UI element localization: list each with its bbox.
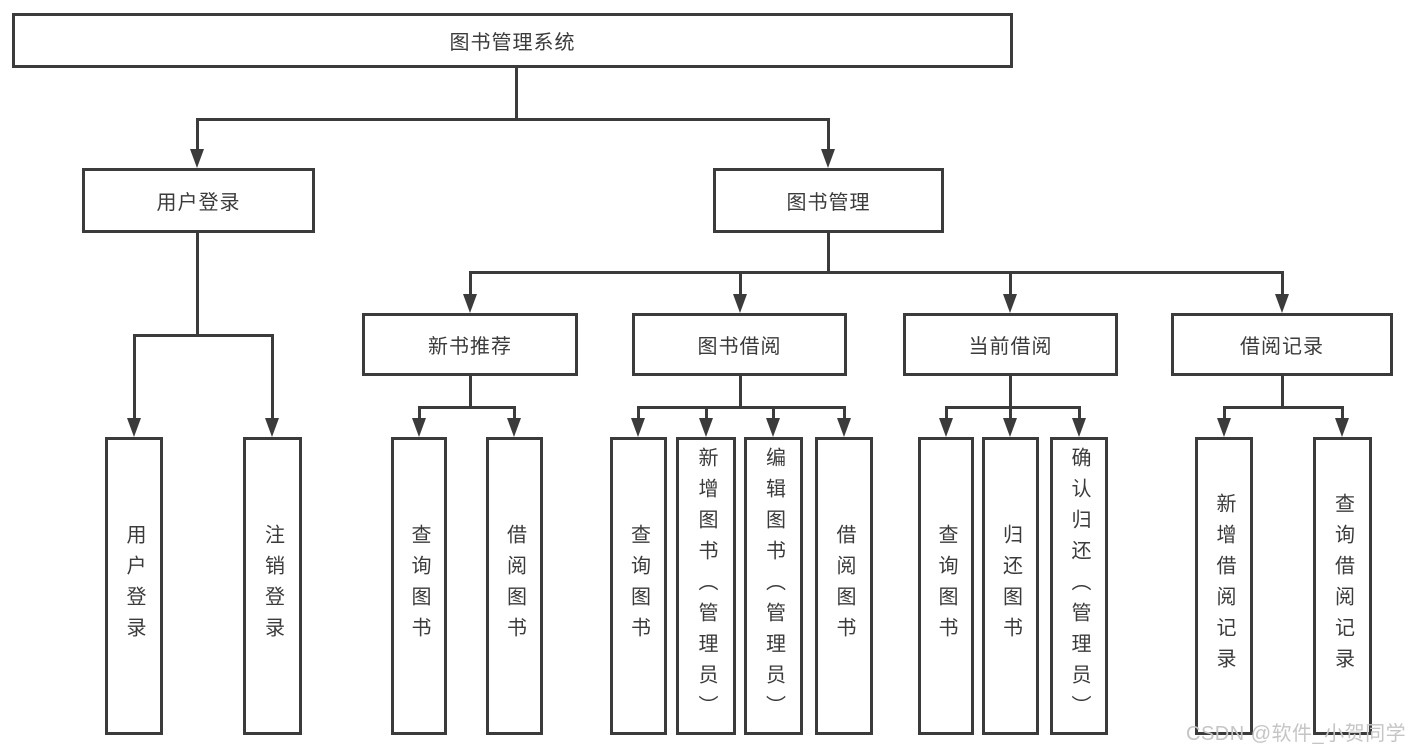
leaf-records-add-record-label: 新增借阅记录 (1213, 493, 1235, 679)
node-current-borrow: 当前借阅 (903, 313, 1118, 376)
leaf-newrec-query-books: 查询图书 (391, 437, 447, 735)
leaf-newrec-borrow-books: 借阅图书 (486, 437, 543, 735)
node-user-login: 用户登录 (82, 168, 315, 233)
connector-bookborrow-drop-2 (705, 406, 708, 419)
leaf-currentborrow-return-books-label: 归还图书 (999, 524, 1022, 648)
leaf-user-login-label: 用户登录 (123, 524, 145, 648)
leaf-records-query-record: 查询借阅记录 (1313, 437, 1372, 735)
connector-bookborrow-stem (739, 376, 742, 408)
leaf-currentborrow-return-books: 归还图书 (982, 437, 1039, 735)
leaf-bookborrow-query-books-label: 查询图书 (627, 524, 650, 648)
connector-root-drop-right (827, 118, 830, 151)
connector-userlogin-hline (133, 334, 274, 337)
arrowhead-newrec-query-books (412, 418, 426, 437)
connector-root-stem (515, 66, 518, 119)
leaf-records-query-record-label: 查询借阅记录 (1331, 493, 1354, 679)
arrowhead-bookborrow-borrow (837, 418, 851, 437)
leaf-user-login: 用户登录 (105, 437, 163, 735)
connector-currentborrow-drop-2 (1009, 406, 1012, 419)
arrowhead-user-login (190, 149, 204, 168)
leaf-bookborrow-query-books: 查询图书 (610, 437, 667, 735)
leaf-records-add-record: 新增借阅记录 (1195, 437, 1253, 735)
connector-root-hline (196, 118, 829, 121)
connector-userlogin-drop-1 (133, 334, 136, 419)
node-borrow-records: 借阅记录 (1171, 313, 1393, 376)
connector-currentborrow-drop-1 (945, 406, 948, 419)
arrowhead-current-borrow (1003, 294, 1017, 313)
node-book-borrow: 图书借阅 (632, 313, 847, 376)
arrowhead-currentborrow-confirm (1072, 418, 1086, 437)
node-root: 图书管理系统 (12, 13, 1013, 68)
connector-bookmgmt-hline (469, 271, 1283, 274)
connector-bookborrow-drop-1 (637, 406, 640, 419)
connector-newrec-hline (418, 406, 516, 409)
connector-records-drop-2 (1341, 406, 1344, 419)
connector-userlogin-stem (196, 233, 199, 336)
connector-bookmgmt-drop-2 (739, 271, 742, 295)
leaf-currentborrow-confirm-return-admin: 确认归还（管理员） (1050, 437, 1108, 735)
connector-records-hline (1223, 406, 1344, 409)
connector-bookborrow-hline (637, 406, 845, 409)
arrowhead-records-query (1335, 418, 1349, 437)
leaf-bookborrow-add-books-admin: 新增图书（管理员） (676, 437, 736, 735)
connector-bookmgmt-drop-1 (469, 271, 472, 295)
arrowhead-newrec-borrow-books (507, 418, 521, 437)
leaf-logout: 注销登录 (243, 437, 302, 735)
arrowhead-records-add (1217, 418, 1231, 437)
leaf-bookborrow-add-books-admin-label: 新增图书（管理员） (695, 446, 717, 726)
connector-root-drop-left (196, 118, 199, 151)
leaf-bookborrow-borrow-books-label: 借阅图书 (833, 524, 855, 648)
leaf-newrec-query-books-label: 查询图书 (408, 524, 430, 648)
arrowhead-book-borrow (733, 294, 747, 313)
arrowhead-borrow-records (1275, 294, 1289, 313)
connector-userlogin-drop-2 (271, 334, 274, 419)
node-book-management: 图书管理 (713, 168, 944, 233)
leaf-newrec-borrow-books-label: 借阅图书 (503, 524, 526, 648)
node-book-management-label: 图书管理 (786, 192, 871, 214)
connector-records-stem (1281, 376, 1284, 408)
connector-bookmgmt-drop-4 (1281, 271, 1284, 295)
leaf-currentborrow-query-books: 查询图书 (918, 437, 974, 735)
leaf-logout-label: 注销登录 (261, 524, 284, 648)
arrowhead-leaf-logout (265, 418, 279, 437)
arrowhead-bookborrow-edit (766, 418, 780, 437)
node-borrow-records-label: 借阅记录 (1240, 336, 1324, 358)
connector-records-drop-1 (1223, 406, 1226, 419)
arrowhead-bookborrow-add (699, 418, 713, 437)
connector-currentborrow-hline (945, 406, 1080, 409)
leaf-bookborrow-borrow-books: 借阅图书 (815, 437, 873, 735)
arrowhead-bookborrow-query (631, 418, 645, 437)
connector-newrec-drop-1 (418, 406, 421, 419)
connector-bookborrow-drop-3 (772, 406, 775, 419)
node-new-book-recommend-label: 新书推荐 (428, 336, 512, 358)
connector-bookborrow-drop-4 (843, 406, 846, 419)
connector-newrec-drop-2 (513, 406, 516, 419)
node-current-borrow-label: 当前借阅 (968, 336, 1053, 358)
leaf-bookborrow-edit-books-admin: 编辑图书（管理员） (744, 437, 803, 735)
arrowhead-leaf-user-login (127, 418, 141, 437)
connector-currentborrow-drop-3 (1078, 406, 1081, 419)
arrowhead-book-management (821, 149, 835, 168)
node-new-book-recommend: 新书推荐 (362, 313, 578, 376)
connector-currentborrow-stem (1009, 376, 1012, 408)
connector-bookmgmt-drop-3 (1009, 271, 1012, 295)
leaf-currentborrow-confirm-return-admin-label: 确认归还（管理员） (1068, 446, 1090, 726)
connector-newrec-stem (469, 376, 472, 408)
watermark-text: CSDN @软件_小贺同学 (1186, 723, 1405, 745)
node-book-borrow-label: 图书借阅 (697, 336, 782, 358)
arrowhead-new-book-recommend (463, 294, 477, 313)
leaf-bookborrow-edit-books-admin-label: 编辑图书（管理员） (762, 446, 785, 726)
leaf-currentborrow-query-books-label: 查询图书 (935, 524, 957, 648)
arrowhead-currentborrow-query (939, 418, 953, 437)
arrowhead-currentborrow-return (1003, 418, 1017, 437)
connector-bookmgmt-stem (827, 233, 830, 273)
node-user-login-label: 用户登录 (156, 192, 241, 214)
node-root-label: 图书管理系统 (449, 32, 576, 54)
